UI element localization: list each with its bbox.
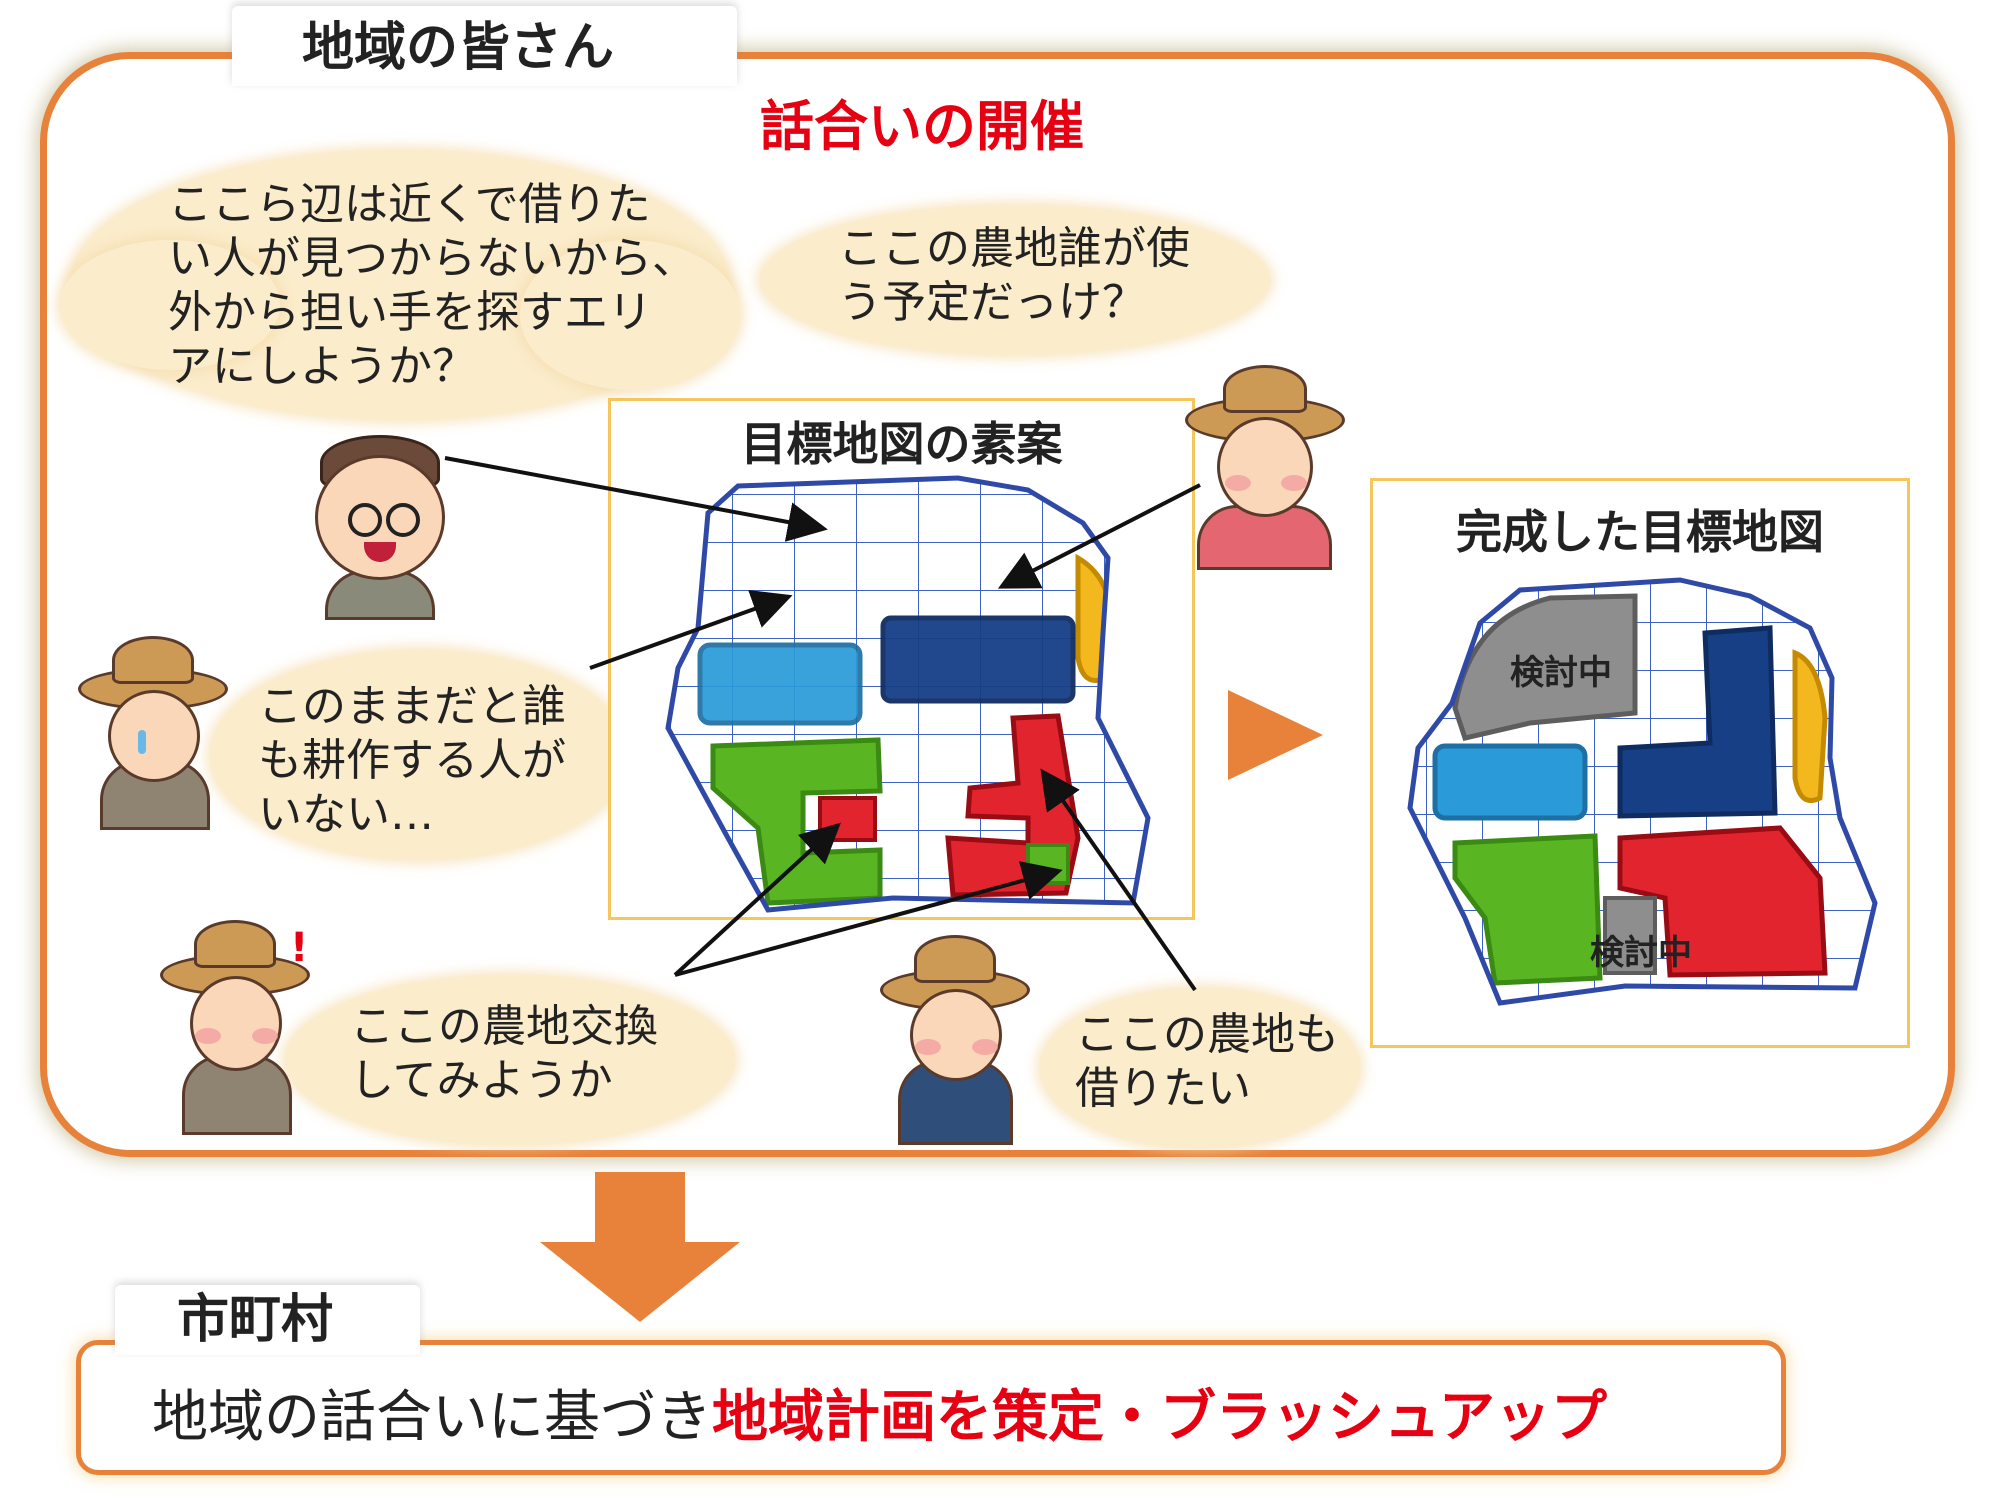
transition-arrow-icon	[1228, 690, 1323, 780]
final-region-yellow	[1792, 649, 1828, 803]
final-region-red	[1617, 825, 1828, 978]
final-map-label-top: 検討中	[1510, 653, 1612, 693]
exclamation-icon: !	[290, 925, 309, 971]
final-region-green	[1452, 833, 1603, 986]
speech-cloud-want-borrow	[1040, 988, 1360, 1148]
arrow-woman-to-map	[997, 483, 1201, 589]
speech-exchange: ここの農地交換 してみようか	[350, 1001, 658, 1106]
woman-farmer-illustration	[1185, 365, 1345, 570]
draft-region-lightblue	[697, 642, 863, 726]
municipality-section-title: 市町村	[115, 1285, 420, 1355]
draft-map-drawing	[665, 475, 1151, 913]
community-section-title: 地域の皆さん	[232, 6, 737, 86]
municipality-statement-prefix: 地域の話合いに基づき	[152, 1385, 712, 1450]
speech-who-uses: ここの農地誰が使 う予定だっけ？	[838, 223, 1190, 328]
draft-region-navy	[880, 615, 1076, 704]
final-region-gray-small	[1603, 896, 1657, 975]
speech-search-outside: ここら辺は近くで借りた い人が見つからないから、 外から担い手を探すエリ アにし…	[168, 179, 696, 392]
surprised-farmer-illustration	[160, 920, 310, 1135]
speech-cloud-puff	[60, 240, 280, 370]
arrow-exchange-to-green	[674, 861, 1063, 977]
final-map-label-bottom: 検討中	[1590, 933, 1692, 973]
final-map-drawing	[1407, 577, 1878, 1006]
arrow-borrow-to-map	[1040, 768, 1197, 992]
down-arrow-icon	[540, 1172, 740, 1322]
angry-man-illustration	[290, 420, 470, 620]
municipality-statement: 地域の話合いに基づき地域計画を策定・ブラッシュアップ	[152, 1372, 1607, 1453]
speech-cloud-no-farmer	[210, 650, 630, 860]
crying-farmer-illustration	[78, 630, 228, 830]
speech-want-borrow: ここの農地も 借りたい	[1075, 1009, 1339, 1114]
working-farmer-illustration	[880, 935, 1030, 1145]
municipality-statement-highlight: 地域計画を策定・ブラッシュアップ	[712, 1385, 1607, 1450]
arrow-crying-farmer-to-map	[589, 589, 793, 670]
final-region-lightblue	[1432, 743, 1588, 821]
speech-cloud-puff	[520, 240, 740, 390]
final-region-navy	[1617, 625, 1778, 819]
draft-map-title: 目標地図の素案	[740, 417, 1063, 471]
speech-no-farmer: このままだと誰 も耕作する人が いない…	[258, 681, 566, 840]
pointer-arrows	[444, 456, 1201, 992]
meeting-title: 話合いの開催	[760, 95, 1084, 158]
arrow-man-to-map	[444, 456, 828, 542]
speech-cloud-who-uses	[760, 205, 1270, 355]
final-map-title: 完成した目標地図	[1456, 505, 1824, 559]
municipality-box	[76, 1340, 1786, 1475]
arrow-exchange-to-red	[673, 822, 841, 977]
speech-cloud-exchange	[285, 975, 735, 1145]
